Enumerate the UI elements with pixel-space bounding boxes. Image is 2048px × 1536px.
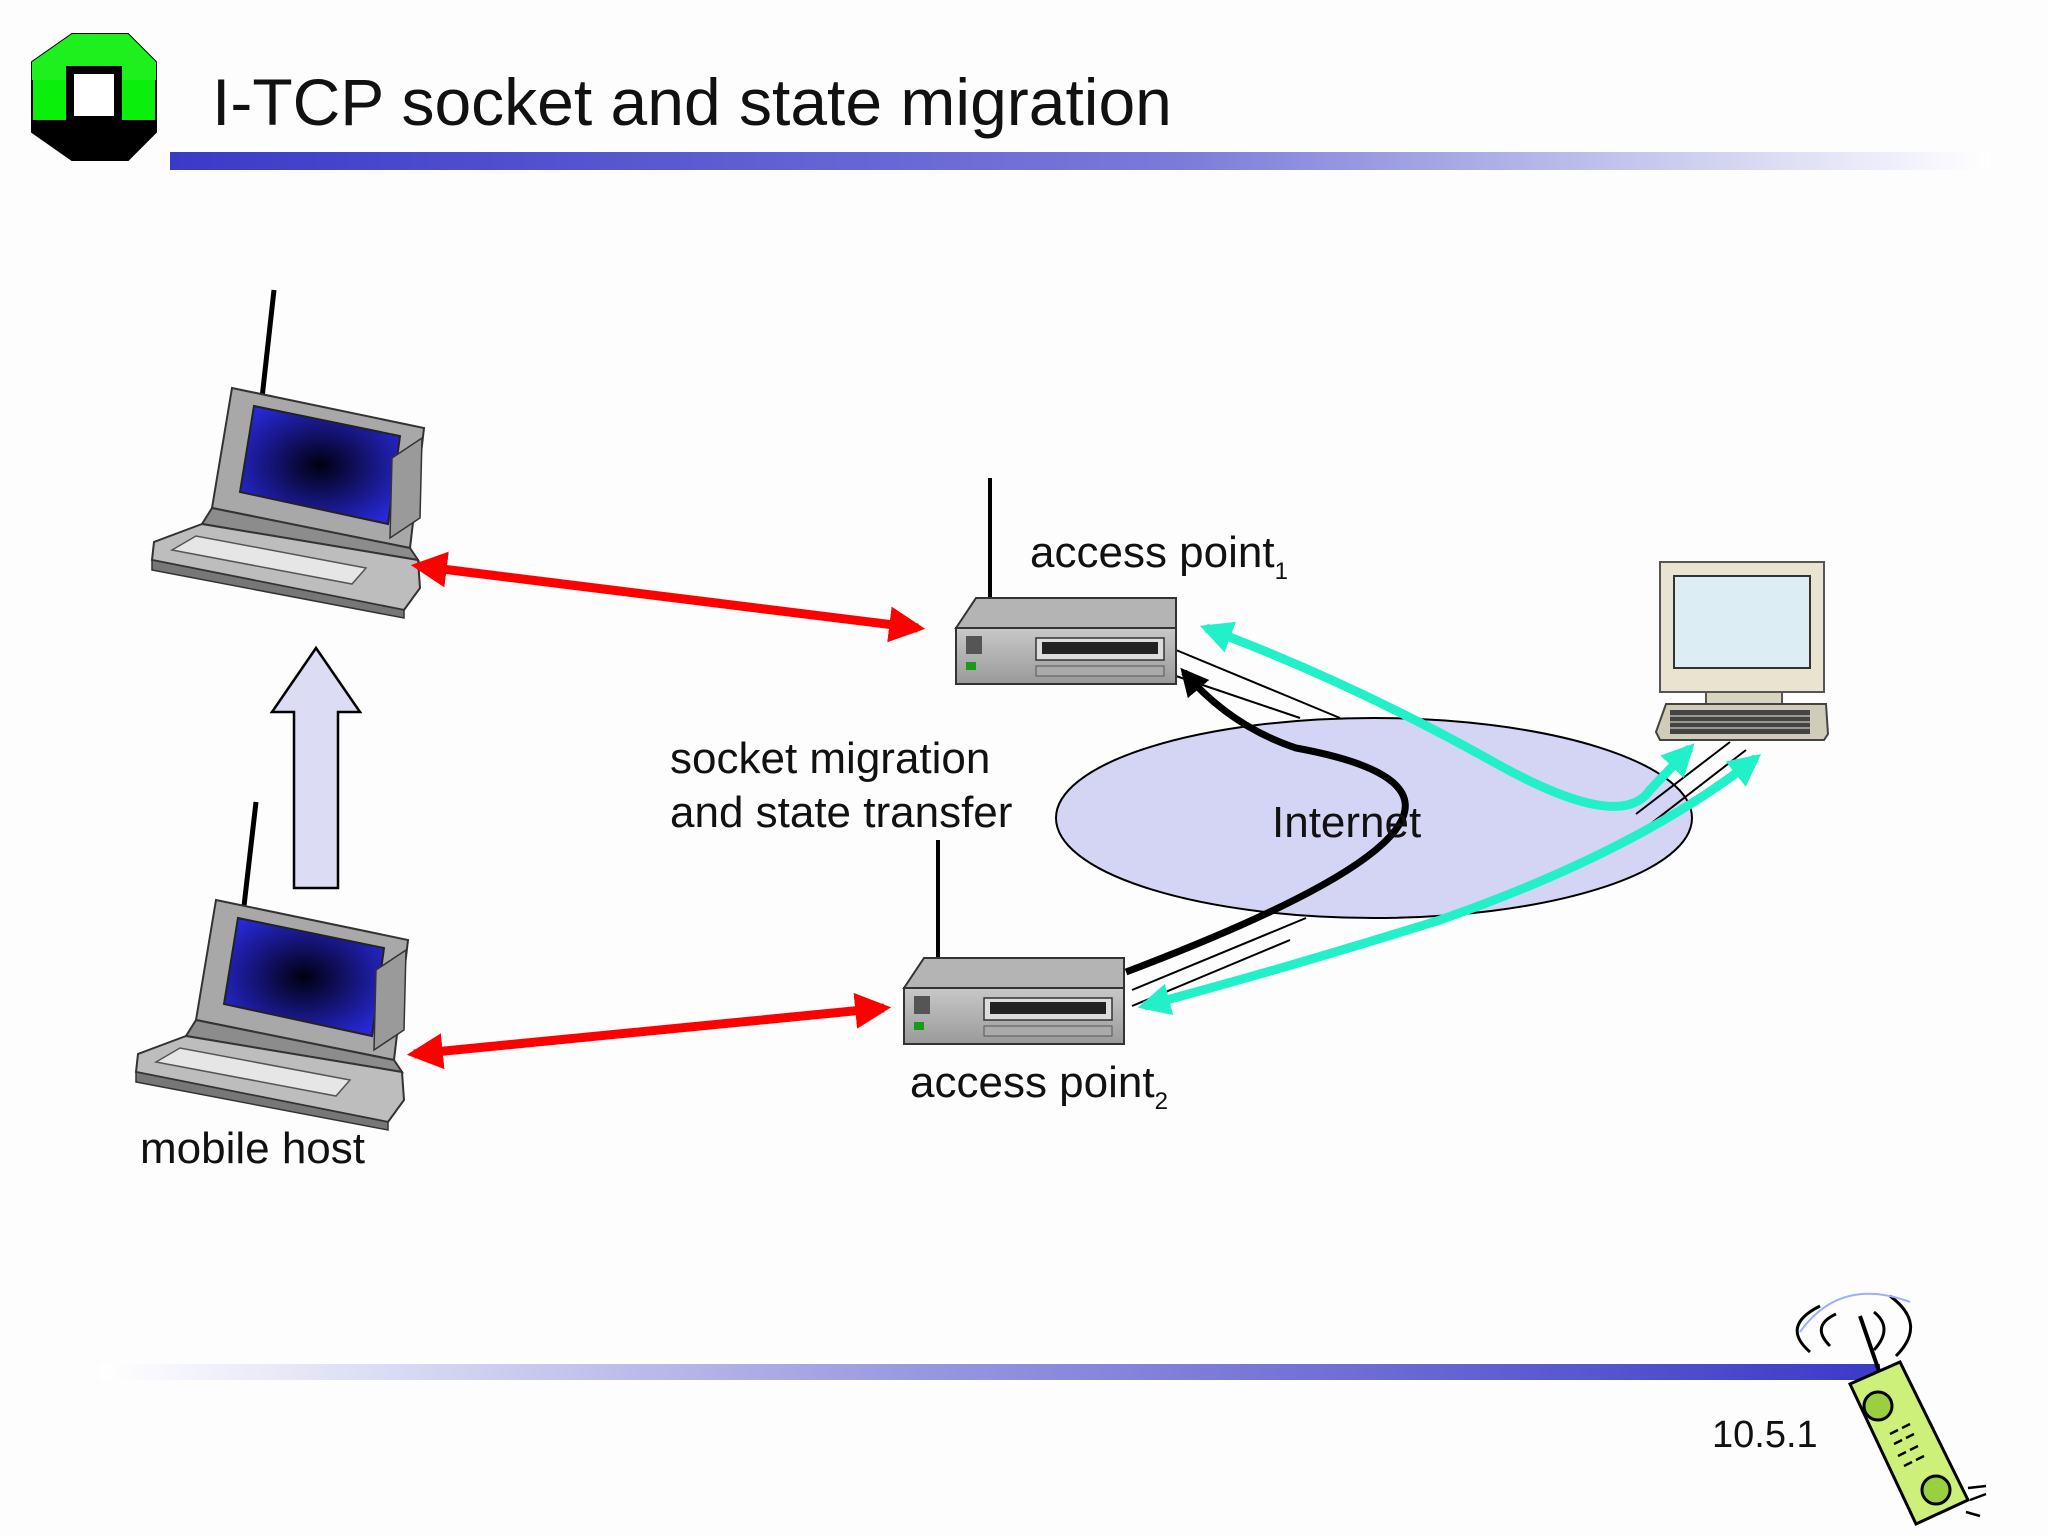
access-point-2-label: access point2 — [910, 1058, 1168, 1115]
page-title: I-TCP socket and state migration — [212, 65, 1172, 139]
wire-ap2-internet — [1131, 917, 1307, 991]
access-point-1-subscript: 1 — [1274, 558, 1288, 585]
laptop-icon — [150, 289, 426, 619]
access-point-icon — [954, 478, 1177, 685]
page-number: 10.5.1 — [1712, 1414, 1818, 1456]
migration-label-line2: and state transfer — [670, 788, 1013, 837]
tcp-connection-ap2 — [1137, 753, 1762, 1016]
access-point-2-subscript: 2 — [1154, 1088, 1168, 1115]
wireless-link-ap1 — [410, 551, 926, 643]
laptop-icon — [134, 801, 410, 1131]
internet-label: Internet — [1272, 798, 1422, 847]
mobile-host-label: mobile host — [140, 1124, 366, 1173]
desktop-computer-icon — [1654, 561, 1830, 741]
move-arrow — [269, 645, 363, 890]
access-point-1-text: access point — [1030, 528, 1275, 577]
access-point-2-text: access point — [910, 1058, 1155, 1107]
access-point-icon — [902, 840, 1125, 1045]
footer-bar — [100, 1364, 1880, 1380]
mobile-phone-icon — [1795, 1292, 1987, 1526]
logo-icon — [31, 33, 157, 161]
access-point-1-label: access point1 — [1030, 528, 1288, 585]
header-bar — [170, 152, 1990, 170]
migration-label-line1: socket migration — [670, 734, 991, 783]
wireless-link-ap2 — [406, 992, 892, 1070]
